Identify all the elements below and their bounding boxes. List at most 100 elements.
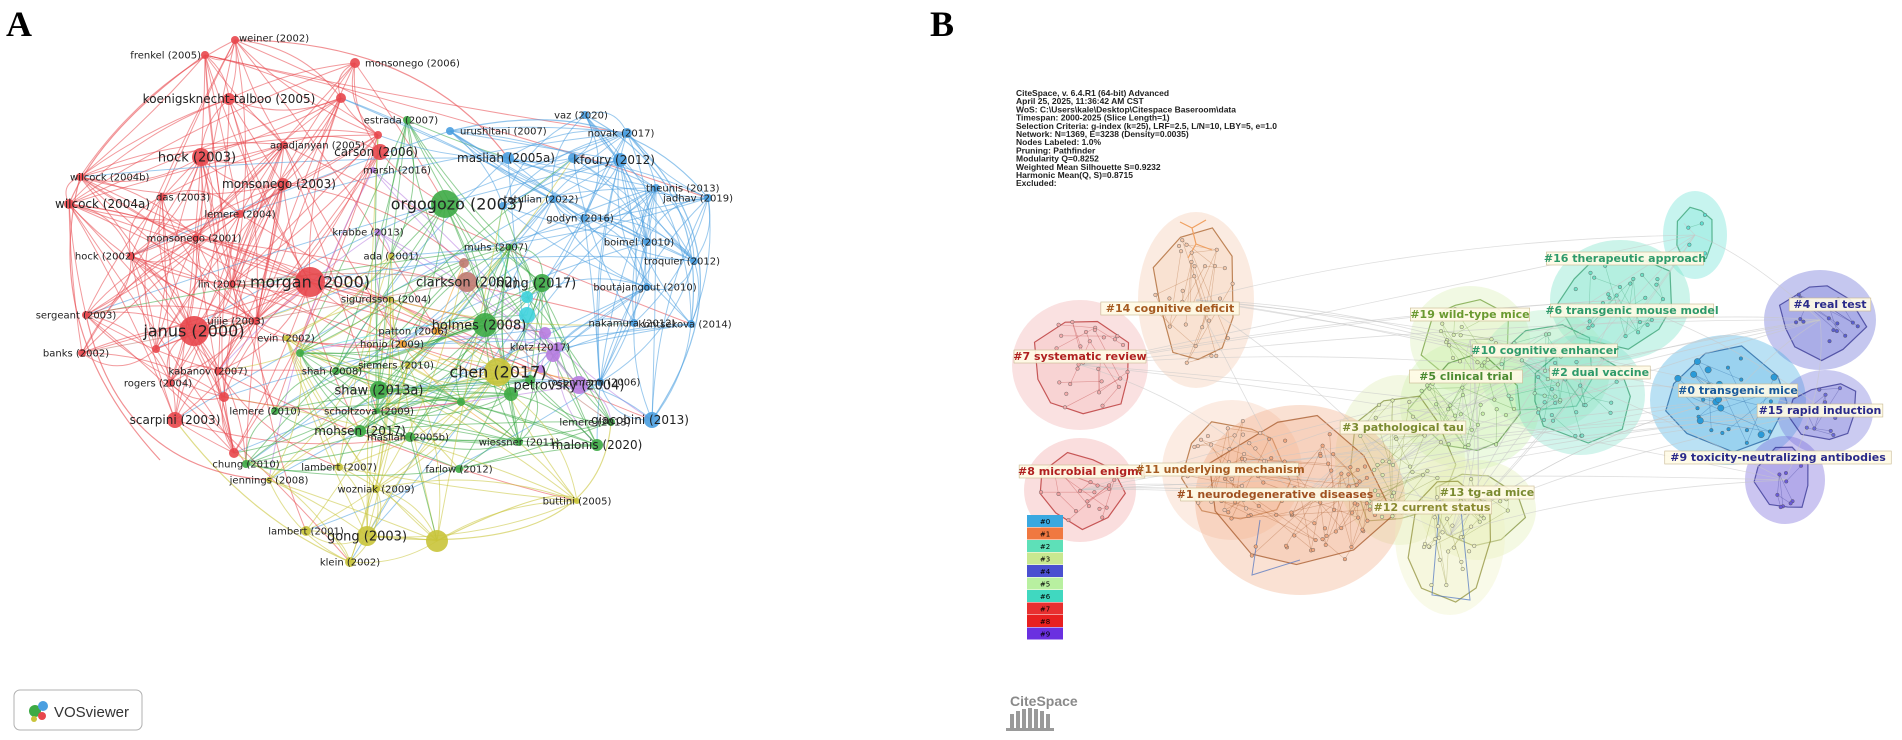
link	[233, 452, 351, 563]
link	[376, 410, 598, 446]
node	[519, 307, 535, 323]
link	[85, 314, 171, 384]
cluster-label-box	[1409, 369, 1523, 384]
node	[1095, 483, 1100, 488]
node	[499, 202, 507, 210]
node	[1196, 500, 1201, 505]
link	[1098, 371, 1128, 393]
link	[1089, 341, 1120, 387]
link	[1514, 334, 1547, 344]
link	[1469, 339, 1472, 406]
node	[1355, 467, 1360, 472]
node	[1435, 524, 1440, 529]
node	[1768, 399, 1773, 404]
node	[1410, 470, 1415, 475]
link	[1231, 438, 1270, 519]
link	[359, 430, 520, 443]
node	[1394, 436, 1399, 441]
link	[130, 255, 499, 373]
node-label: klotz (2017)	[510, 343, 570, 354]
link	[234, 39, 379, 136]
link	[1434, 517, 1436, 540]
link	[299, 352, 462, 403]
link	[1195, 234, 1696, 301]
link	[1462, 339, 1479, 511]
link	[449, 130, 504, 207]
node	[1212, 264, 1217, 269]
link	[195, 237, 235, 454]
cluster-label-box	[1549, 303, 1715, 318]
link	[130, 255, 233, 285]
node	[1717, 404, 1725, 412]
link	[81, 213, 241, 354]
link	[407, 364, 441, 542]
node-label: scholtzova (2009)	[324, 407, 414, 418]
node	[1794, 320, 1799, 325]
link	[1552, 385, 1581, 421]
link	[231, 283, 438, 332]
info-line: Pruning: Pathfinder	[1016, 145, 1096, 155]
node	[223, 93, 235, 105]
node-label: marsh (2016)	[363, 166, 431, 177]
link	[231, 134, 379, 285]
link	[128, 196, 163, 257]
info-line: Selection Criteria: g-index (k=25), LRF=…	[1016, 121, 1277, 131]
link	[245, 436, 411, 465]
cluster-label: #3 pathological tau	[1342, 421, 1464, 434]
node	[1460, 385, 1465, 390]
link	[1777, 494, 1782, 508]
node	[1056, 491, 1061, 496]
node	[1232, 433, 1237, 438]
node	[1592, 275, 1597, 280]
link	[509, 246, 580, 386]
legend-swatch	[1027, 527, 1063, 540]
link	[1449, 479, 1786, 536]
node	[192, 148, 210, 166]
node	[1192, 274, 1197, 279]
node	[405, 432, 415, 442]
link	[193, 330, 247, 465]
link	[366, 298, 391, 537]
vosviewer-badge: VOSviewer	[13, 689, 143, 731]
link	[449, 119, 709, 199]
link	[557, 318, 635, 348]
link	[174, 419, 411, 445]
node	[1690, 370, 1698, 378]
legend-label: #6	[1040, 593, 1051, 601]
link	[1194, 435, 1235, 448]
node	[1558, 398, 1563, 403]
node	[1249, 553, 1254, 558]
node	[1699, 221, 1704, 226]
node-label: chung (2010)	[212, 460, 279, 471]
node	[1118, 376, 1123, 381]
node	[1828, 428, 1833, 433]
node	[1289, 510, 1294, 515]
link	[217, 183, 284, 372]
link	[449, 130, 657, 189]
link	[572, 157, 695, 262]
node	[1112, 337, 1117, 342]
node	[1410, 414, 1415, 419]
node	[152, 345, 160, 353]
link	[1276, 498, 1350, 516]
node-label: koenigsknecht-talboo (2005)	[143, 92, 316, 106]
node	[1614, 379, 1619, 384]
node-label: scarpini (2003)	[130, 413, 221, 427]
node	[1831, 432, 1836, 437]
node	[1459, 325, 1464, 330]
node	[1329, 468, 1334, 473]
node-label: farlow (2012)	[425, 465, 492, 476]
node	[1674, 374, 1682, 382]
node	[1068, 382, 1073, 387]
link	[85, 159, 621, 316]
link	[1395, 435, 1425, 438]
link	[401, 246, 511, 345]
link	[1058, 493, 1077, 512]
link	[1291, 513, 1315, 524]
node	[433, 327, 441, 335]
node	[1101, 335, 1106, 340]
node	[231, 36, 239, 44]
node	[1835, 321, 1840, 326]
node-label: hock (2003)	[158, 151, 236, 166]
node	[158, 193, 166, 201]
